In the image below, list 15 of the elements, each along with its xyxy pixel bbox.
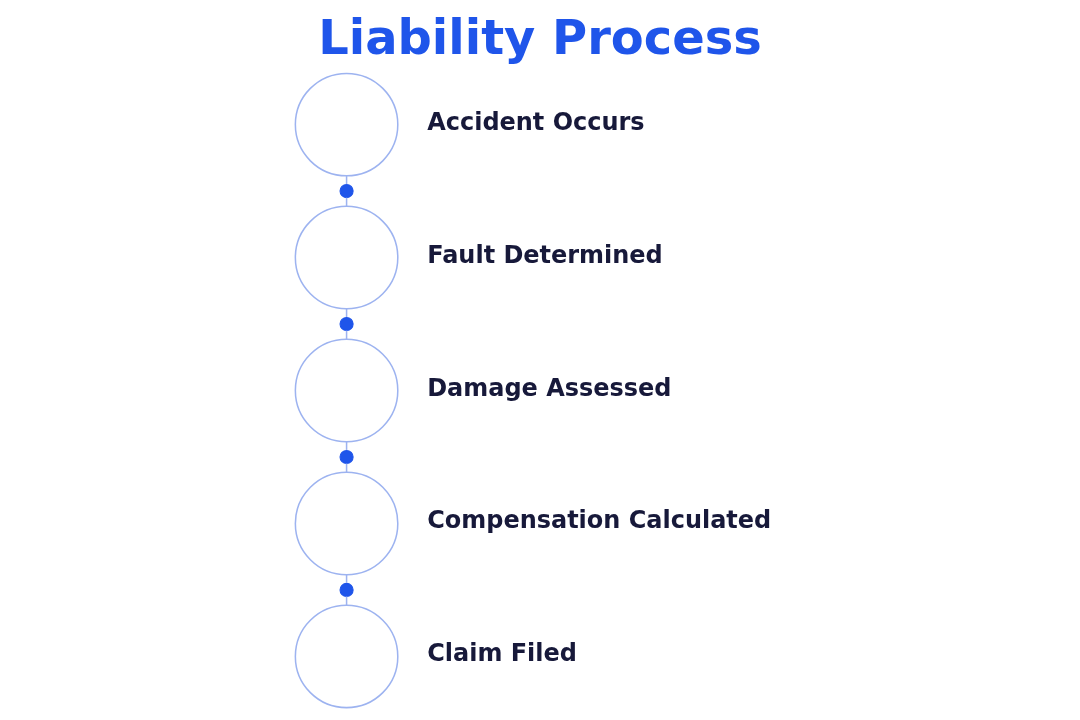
node-dot	[339, 582, 354, 597]
node-label: Claim Filed	[427, 639, 577, 668]
node-dot	[339, 184, 354, 199]
node-label: Fault Determined	[427, 240, 663, 269]
node-circle	[294, 471, 399, 576]
node-circle	[294, 72, 399, 177]
node-circle	[294, 604, 399, 709]
node-label: Compensation Calculated	[427, 506, 772, 535]
node-circle	[294, 338, 399, 443]
node-circle	[294, 205, 399, 310]
node-dot	[339, 449, 354, 465]
node-label: Damage Assessed	[427, 373, 672, 402]
node-label: Accident Occurs	[427, 107, 645, 136]
diagram-title: Liability Process	[318, 10, 762, 66]
node-dot	[339, 316, 354, 332]
